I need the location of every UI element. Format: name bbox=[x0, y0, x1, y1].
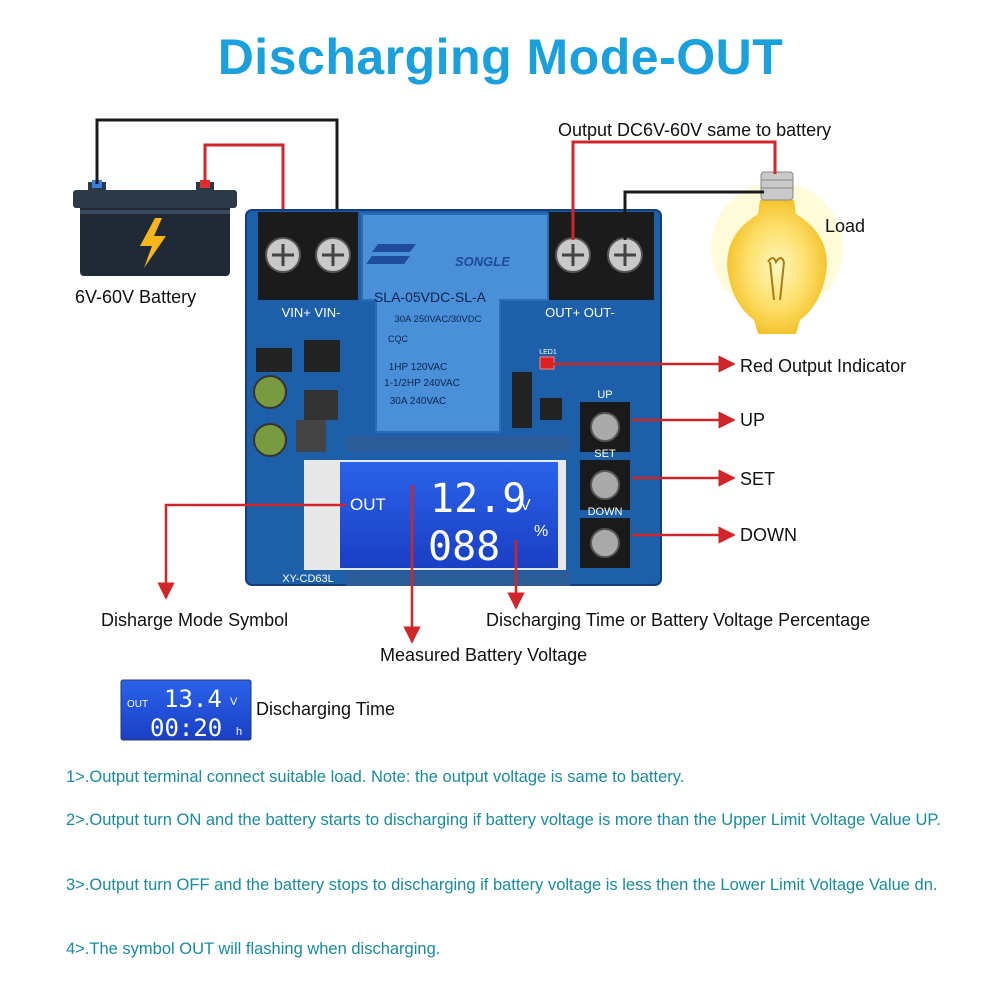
relay-rating-3: 1-1/2HP 240VAC bbox=[384, 378, 460, 389]
out-label: OUT+ OUT- bbox=[545, 305, 615, 320]
output-positive-wire bbox=[571, 140, 777, 240]
discharging-time-label: Discharging Time bbox=[256, 699, 396, 719]
set-label: SET bbox=[740, 469, 776, 489]
load-label: Load bbox=[825, 216, 866, 236]
battery-label: 6V-60V Battery bbox=[75, 287, 197, 307]
battery-positive-wire bbox=[203, 143, 285, 240]
relay-rating-4: 30A 240VAC bbox=[390, 396, 447, 407]
time-percent-label: Discharging Time or Battery Voltage Perc… bbox=[486, 610, 871, 630]
measured-voltage-label: Measured Battery Voltage bbox=[380, 645, 588, 665]
board-model: XY-CD63L bbox=[282, 573, 334, 585]
battery-negative-wire bbox=[95, 118, 339, 240]
mode-symbol-arrow bbox=[157, 503, 346, 600]
note-4: 4>.The symbol OUT will flashing when dis… bbox=[66, 940, 441, 958]
small-lcd bbox=[120, 679, 252, 741]
relay-model: SLA-05VDC-SL-A bbox=[374, 289, 487, 305]
main-lcd bbox=[340, 462, 558, 568]
relay-rating-1: 30A 250VAC/30VDC bbox=[395, 314, 482, 325]
note-3: 3>.Output turn OFF and the battery stops… bbox=[66, 876, 938, 894]
lightning-icon bbox=[140, 218, 166, 268]
output-label: Output DC6V-60V same to battery bbox=[558, 120, 832, 140]
board-up-label: UP bbox=[597, 389, 612, 401]
output-negative-wire bbox=[623, 190, 764, 240]
lcd-percent-value: 088 bbox=[428, 524, 500, 570]
page-title: Discharging Mode-OUT bbox=[217, 29, 784, 85]
small-lcd-unit2: h bbox=[236, 726, 242, 738]
red-indicator-label: Red Output Indicator bbox=[740, 356, 907, 376]
relay-rating-2: 1HP 120VAC bbox=[389, 362, 448, 373]
led-label: LED1 bbox=[539, 349, 557, 356]
board-down-label: DOWN bbox=[588, 506, 623, 518]
lcd-out-symbol: OUT bbox=[350, 495, 386, 514]
small-lcd-out: OUT bbox=[127, 699, 148, 710]
lcd-voltage-value: 12.9 bbox=[430, 476, 526, 522]
relay-cert: CQC bbox=[388, 334, 409, 344]
mode-symbol-label: Disharge Mode Symbol bbox=[101, 610, 289, 630]
up-label: UP bbox=[740, 410, 766, 430]
note-2: 2>.Output turn ON and the battery starts… bbox=[66, 811, 941, 829]
small-lcd-unit1: V bbox=[230, 696, 238, 708]
lcd-voltage-unit: V bbox=[520, 497, 531, 514]
down-label: DOWN bbox=[740, 525, 797, 545]
battery-icon bbox=[73, 180, 237, 276]
control-board bbox=[245, 209, 662, 586]
relay-brand: SONGLE bbox=[455, 254, 510, 269]
board-set-label: SET bbox=[594, 448, 616, 460]
small-lcd-voltage: 13.4 bbox=[164, 685, 222, 713]
bulb-icon bbox=[711, 171, 843, 334]
vin-label: VIN+ VIN- bbox=[282, 305, 341, 320]
small-lcd-time: 00:20 bbox=[150, 714, 222, 742]
lcd-percent-unit: % bbox=[534, 523, 548, 540]
note-1: 1>.Output terminal connect suitable load… bbox=[66, 768, 685, 786]
